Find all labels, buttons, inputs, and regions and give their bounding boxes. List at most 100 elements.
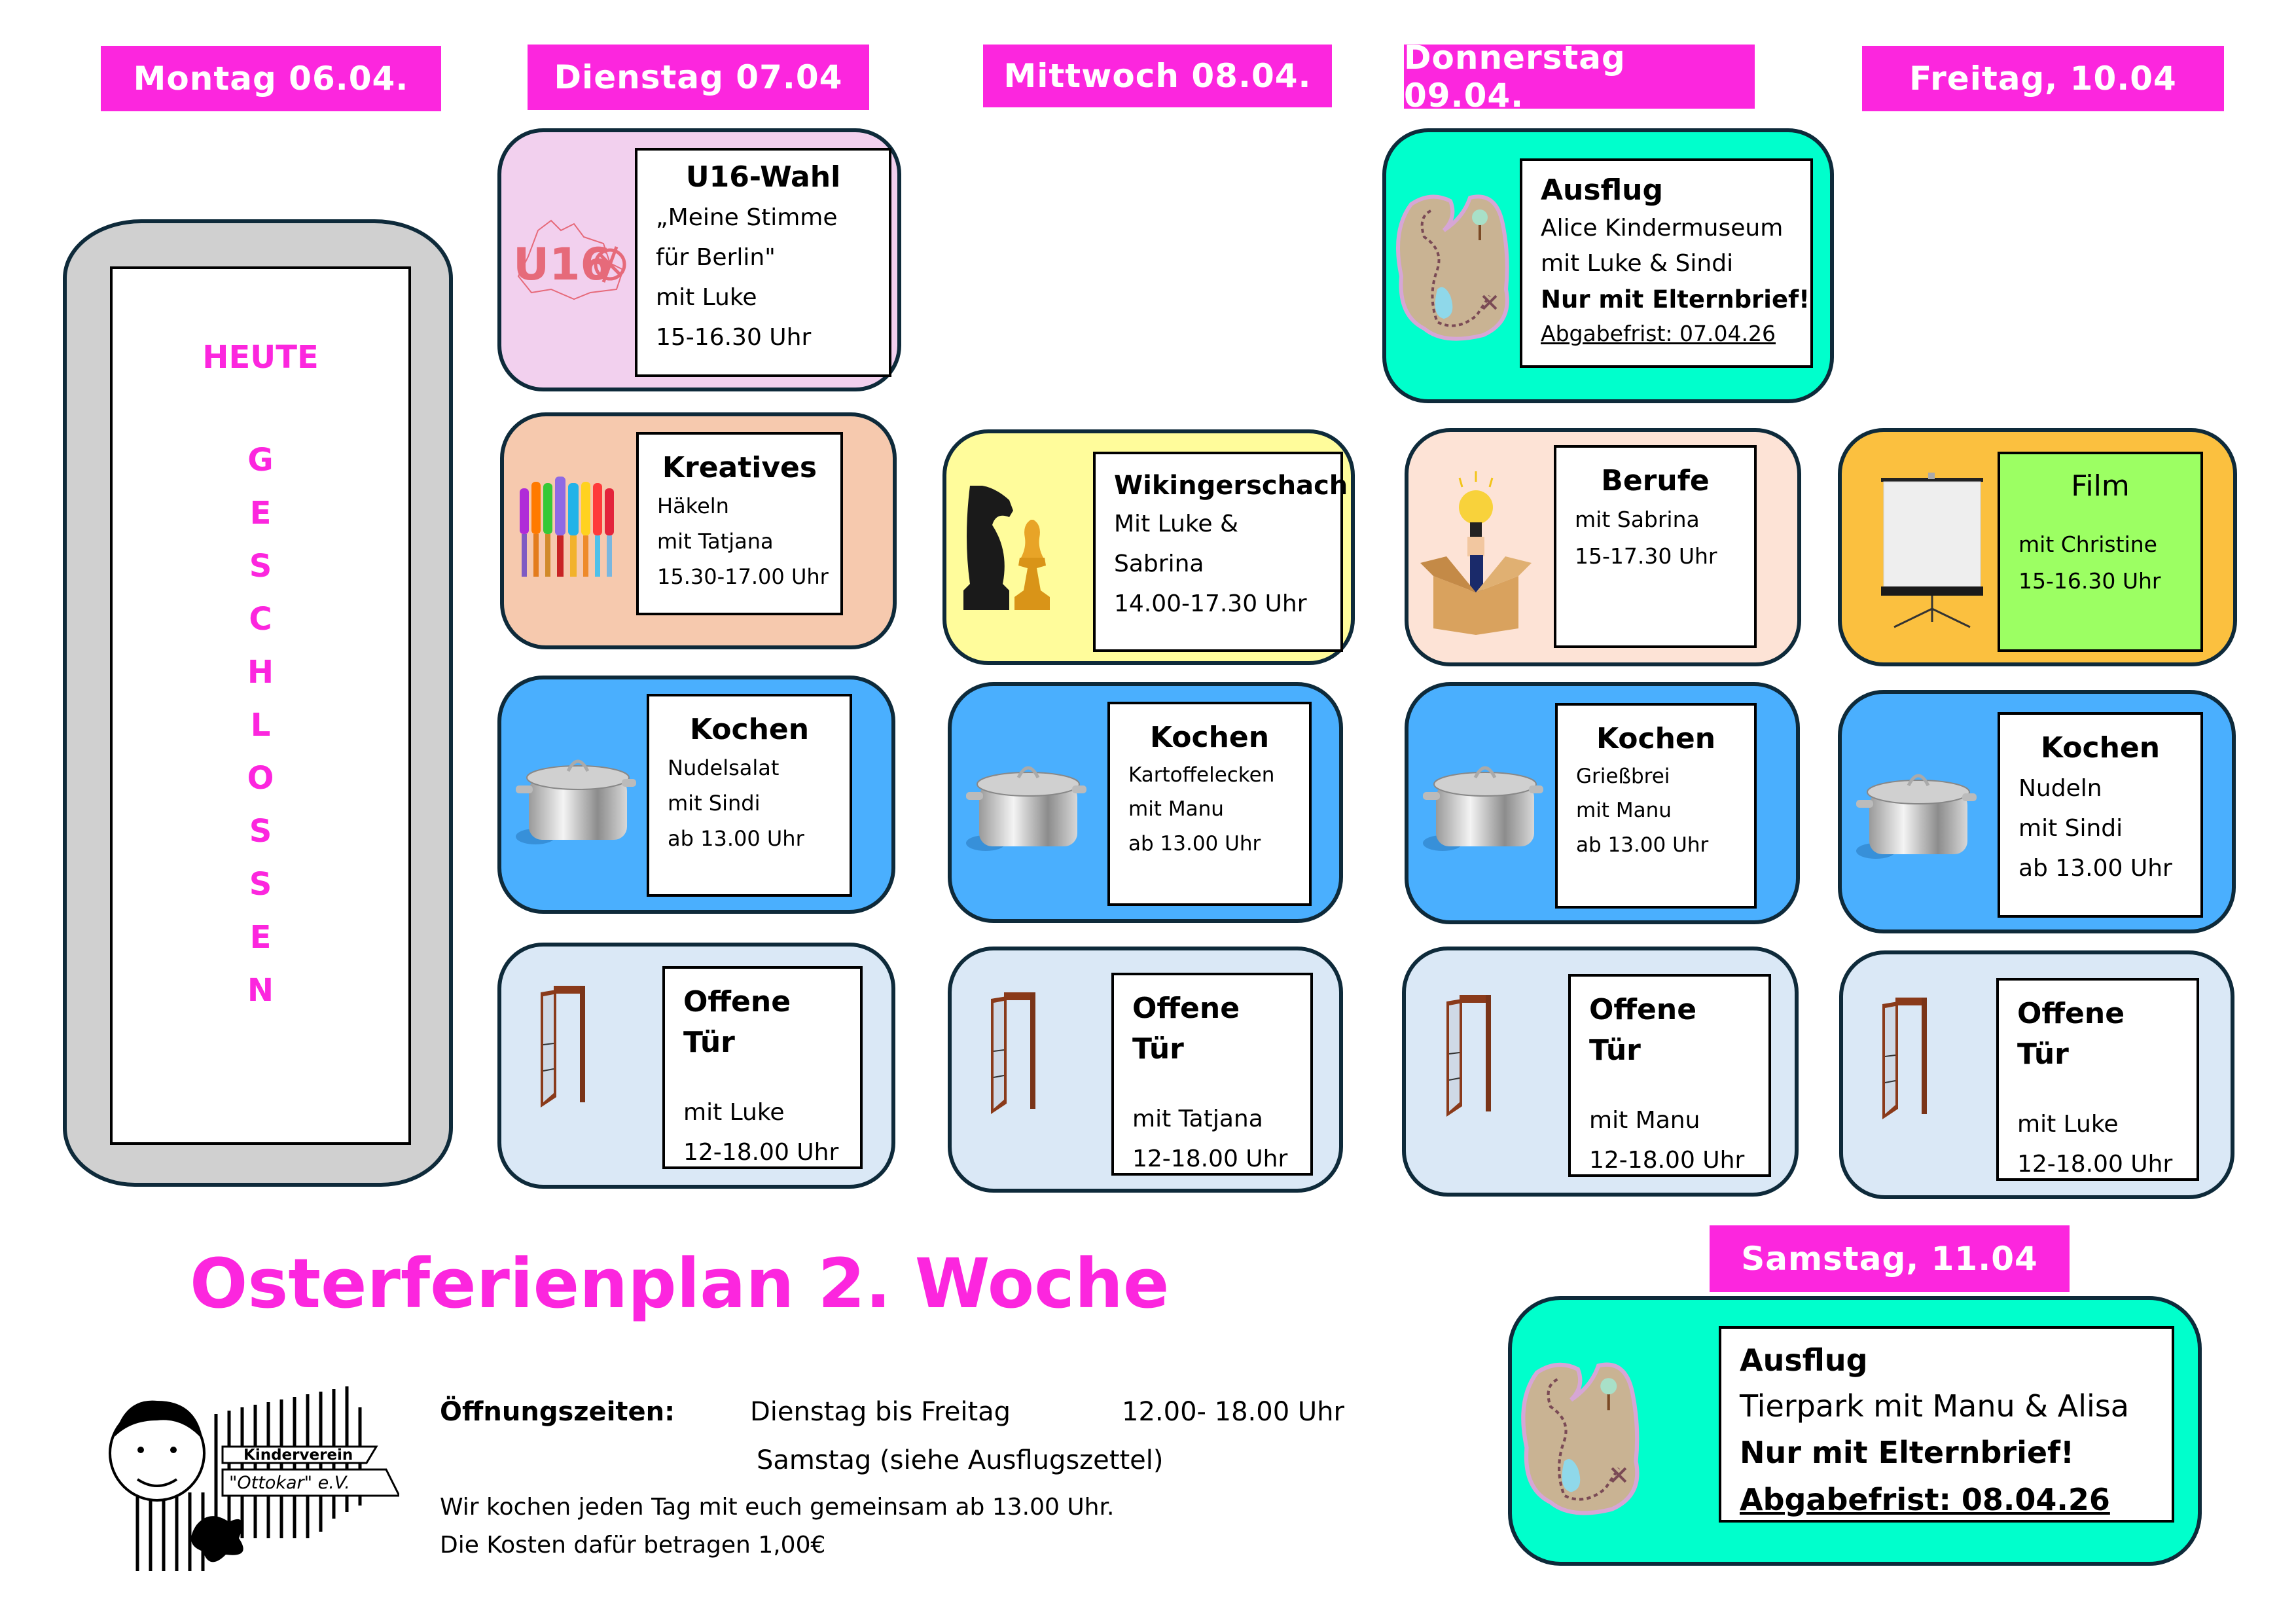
day-header-thursday: Donnerstag 09.04. xyxy=(1404,39,1755,115)
open-door-icon xyxy=(1446,995,1491,1117)
day-header-saturday: Samstag, 11.04 xyxy=(1710,1225,2070,1292)
event-line: Alice Kindermuseum xyxy=(1541,214,1784,242)
event-info-offene-tuer-friday: Offene Tür mit Luke 12-18.00 Uhr xyxy=(1996,978,2199,1181)
event-title: Offene Tür xyxy=(1589,993,1697,1067)
event-line: Häkeln xyxy=(657,493,729,518)
event-card-offene-tuer-wednesday: Offene Tür mit Tatjana 12-18.00 Uhr xyxy=(948,947,1343,1193)
day-label: Samstag, 11.04 xyxy=(1741,1240,2038,1278)
event-card-wikingerschach: Wikingerschach Mit Luke & Sabrina 14.00-… xyxy=(942,429,1355,665)
event-line: mit Luke xyxy=(656,283,757,311)
event-info-offene-tuer-thursday: Offene Tür mit Manu 12-18.00 Uhr xyxy=(1568,974,1771,1177)
event-card-offene-tuer-thursday: Offene Tür mit Manu 12-18.00 Uhr xyxy=(1402,947,1799,1197)
event-info-kochen-thursday: Kochen Grießbrei mit Manu ab 13.00 Uhr xyxy=(1555,703,1757,909)
event-info-offene-tuer-wednesday: Offene Tür mit Tatjana 12-18.00 Uhr xyxy=(1111,973,1313,1176)
event-title: Kreatives xyxy=(662,451,817,484)
deadline: Abgabefrist: 08.04.26 xyxy=(1740,1481,2110,1517)
event-title: U16-Wahl xyxy=(685,160,841,194)
event-line: mit Luke xyxy=(2017,1111,2119,1138)
deadline: Abgabefrist: 07.04.26 xyxy=(1541,321,1776,347)
event-title: Berufe xyxy=(1601,464,1710,497)
event-info-u16: U16-Wahl „Meine Stimme für Berlin" mit L… xyxy=(635,148,891,377)
day-label: Mittwoch 08.04. xyxy=(1003,57,1312,95)
event-card-offene-tuer-tuesday: Offene Tür mit Luke 12-18.00 Uhr xyxy=(497,943,895,1189)
event-line: 12-18.00 Uhr xyxy=(683,1139,839,1166)
event-line: mit Luke xyxy=(683,1099,785,1127)
event-info-kochen-wednesday: Kochen Kartoffelecken mit Manu ab 13.00 … xyxy=(1107,702,1312,906)
day-header-friday: Freitag, 10.04 xyxy=(1862,46,2224,111)
treasure-map-icon xyxy=(1396,194,1509,341)
event-info-ausflug-thursday: Ausflug Alice Kindermuseum mit Luke & Si… xyxy=(1520,158,1813,368)
event-line: Grießbrei xyxy=(1576,764,1670,788)
projector-screen-icon xyxy=(1881,473,1983,628)
event-info-berufe: Berufe mit Sabrina 15-17.30 Uhr xyxy=(1554,445,1757,648)
event-card-kochen-tuesday: Kochen Nudelsalat mit Sindi ab 13.00 Uhr xyxy=(497,676,895,914)
event-line: mit Manu xyxy=(1128,797,1224,821)
event-line: mit Manu xyxy=(1589,1107,1700,1134)
event-line: 12-18.00 Uhr xyxy=(1589,1147,1745,1174)
event-line: mit Sabrina xyxy=(1575,506,1700,532)
closed-letter: G xyxy=(247,441,274,478)
event-line: Kartoffelecken xyxy=(1128,763,1275,787)
club-logo-icon xyxy=(109,1386,399,1571)
closed-letter: E xyxy=(249,918,272,956)
event-title: Wikingerschach xyxy=(1114,471,1348,501)
event-card-ausflug-saturday: Ausflug Tierpark mit Manu & Alisa Nur mi… xyxy=(1508,1296,2202,1566)
paintbrushes-icon xyxy=(520,477,614,577)
day-header-monday: Montag 06.04. xyxy=(101,46,441,111)
closed-letter: N xyxy=(247,971,274,1009)
event-line: 15-16.30 Uhr xyxy=(656,324,812,352)
event-line: 15-17.30 Uhr xyxy=(1575,543,1717,569)
event-line: ab 13.00 Uhr xyxy=(2018,854,2172,882)
event-line: 12-18.00 Uhr xyxy=(2017,1151,2173,1178)
event-card-berufe: Berufe mit Sabrina 15-17.30 Uhr xyxy=(1405,428,1801,666)
event-line: 14.00-17.30 Uhr xyxy=(1114,590,1307,618)
event-line: „Meine Stimme xyxy=(656,204,838,231)
event-line: 15-16.30 Uhr xyxy=(2018,568,2161,594)
event-line: Tierpark mit Manu & Alisa xyxy=(1740,1388,2129,1424)
event-line: mit Sindi xyxy=(668,790,761,816)
parent-letter-warning: Nur mit Elternbrief! xyxy=(1541,285,1810,314)
closed-heute: HEUTE xyxy=(202,339,319,376)
club-name-line2: "Ottokar" e.V. xyxy=(229,1473,350,1493)
event-card-kreatives: Kreatives Häkeln mit Tatjana 15.30-17.00… xyxy=(500,412,897,649)
event-title: Kochen xyxy=(1149,721,1270,754)
opening-hours-time: 12.00- 18.00 Uhr xyxy=(1122,1397,1344,1427)
day-label: Dienstag 07.04 xyxy=(554,58,843,96)
opening-hours-label: Öffnungszeiten: xyxy=(440,1397,675,1427)
event-line: Nudeln xyxy=(2018,774,2102,802)
event-title: Ausflug xyxy=(1740,1343,1868,1378)
open-door-icon xyxy=(541,986,585,1108)
closed-letter: O xyxy=(247,759,274,797)
event-line: 12-18.00 Uhr xyxy=(1132,1146,1288,1173)
open-door-icon xyxy=(991,992,1035,1114)
event-title: Offene Tür xyxy=(1132,992,1240,1066)
closed-letter: H xyxy=(247,653,274,691)
closed-letter: E xyxy=(249,494,272,532)
cooking-pot-icon xyxy=(1423,766,1543,851)
page-title: Osterferienplan 2. Woche xyxy=(190,1244,1170,1324)
event-line: mit Tatjana xyxy=(657,528,774,554)
club-name-line1: Kinderverein xyxy=(243,1447,353,1464)
event-info-offene-tuer-tuesday: Offene Tür mit Luke 12-18.00 Uhr xyxy=(662,966,863,1169)
opening-hours-weekdays: Dienstag bis Freitag xyxy=(750,1397,1011,1427)
event-card-kochen-thursday: Kochen Grießbrei mit Manu ab 13.00 Uhr xyxy=(1405,682,1800,924)
event-line: mit Manu xyxy=(1576,799,1672,823)
event-info-kreatives: Kreatives Häkeln mit Tatjana 15.30-17.00… xyxy=(636,432,843,615)
closed-letter: S xyxy=(249,547,272,585)
closed-letter: L xyxy=(250,706,271,744)
event-card-film: Film mit Christine 15-16.30 Uhr xyxy=(1838,428,2237,666)
event-title: Ausflug xyxy=(1541,173,1663,207)
event-line: Nudelsalat xyxy=(668,755,780,780)
event-info-film: Film mit Christine 15-16.30 Uhr xyxy=(1998,452,2203,652)
cost-note: Die Kosten dafür betragen 1,00€ xyxy=(440,1532,826,1559)
event-card-u16: U16 U16-Wahl „Meine Stimme für Berlin" m… xyxy=(497,128,901,391)
treasure-map-icon xyxy=(1521,1362,1640,1515)
day-header-wednesday: Mittwoch 08.04. xyxy=(983,45,1332,107)
event-title: Offene Tür xyxy=(2017,997,2125,1071)
event-card-offene-tuer-friday: Offene Tür mit Luke 12-18.00 Uhr xyxy=(1839,950,2234,1199)
opening-hours-saturday: Samstag (siehe Ausflugszettel) xyxy=(757,1445,1164,1475)
chess-pieces-icon xyxy=(963,486,1050,610)
event-line: 15.30-17.00 Uhr xyxy=(657,564,829,590)
